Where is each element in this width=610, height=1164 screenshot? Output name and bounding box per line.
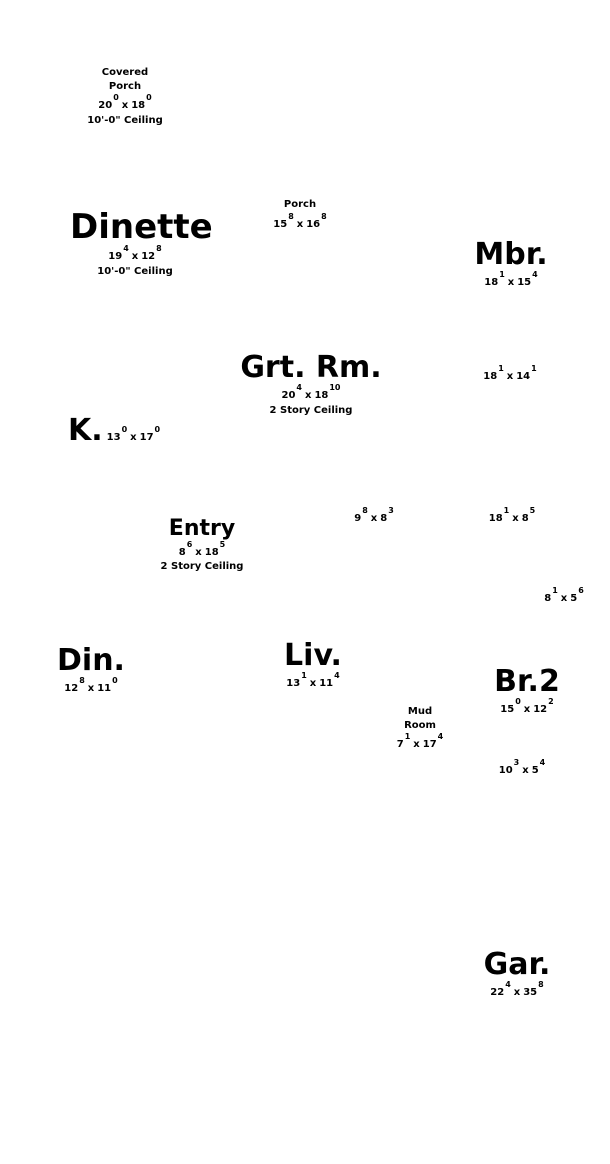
room-name: Br.2 <box>494 664 560 699</box>
room-name: Grt. Rm. <box>240 350 382 385</box>
room-name: K. <box>68 413 103 448</box>
room-name: Liv. <box>284 638 342 673</box>
room-name: Room <box>404 719 436 731</box>
room-name: Entry <box>168 516 236 541</box>
room-name: Gar. <box>483 947 551 982</box>
ceiling-note: 2 Story Ceiling <box>160 561 244 572</box>
room-name: Mbr. <box>474 237 548 272</box>
room-name: Covered <box>101 67 149 78</box>
room-name: Mud <box>407 706 433 717</box>
ceiling-note: 10'-0" Ceiling <box>87 115 163 126</box>
room-name: Porch <box>283 199 317 210</box>
room-name: Dinette <box>70 207 213 247</box>
room-name: Porch <box>108 80 142 92</box>
ceiling-note: 2 Story Ceiling <box>269 405 353 416</box>
room-name: Din. <box>57 643 125 678</box>
ceiling-note: 10'-0" Ceiling <box>97 266 173 277</box>
